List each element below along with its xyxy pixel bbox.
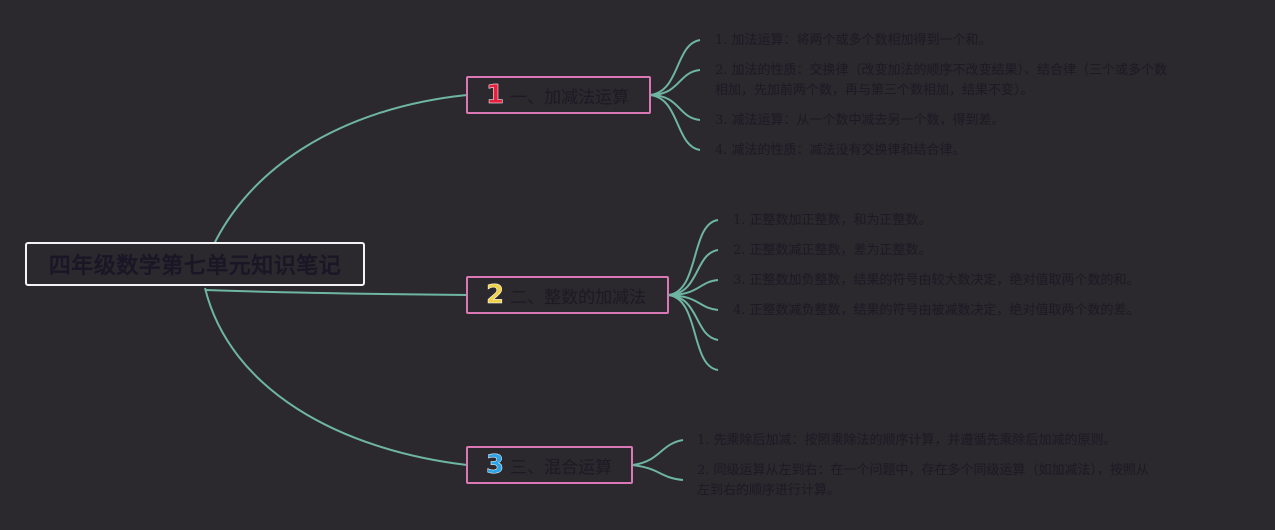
connector-b1-leaf-2 <box>649 69 701 96</box>
branch-label: 一、加减法运算 <box>510 87 630 108</box>
connector-b1-leaf-4 <box>649 94 701 151</box>
connector-root-branch-3 <box>204 287 468 466</box>
leaf-text: 1. 先乘除后加减：按照乘除法的顺序计算，并遵循先乘除后加减的原则。 <box>697 433 1117 448</box>
branch-node-2[interactable]: 2 二、整数的加减法 <box>466 276 669 314</box>
branch-number-badge: 1 <box>486 80 505 110</box>
connector-root-branch-1 <box>204 94 468 266</box>
connector-b2-leaf-2 <box>667 249 719 296</box>
leaf-text: 相加，先加前两个数，再与第三个数相加，结果不变）。 <box>715 83 1034 98</box>
leaf-text: 1. 正整数加正整数，和为正整数。 <box>733 213 932 228</box>
root-node[interactable]: 四年级数学第七单元知识笔记 <box>25 242 365 286</box>
leaf-text: 3. 减法运算：从一个数中减去另一个数，得到差。 <box>715 113 1005 128</box>
branch-number-badge: 2 <box>486 280 505 310</box>
leaf-text: 左到右的顺序进行计算。 <box>697 483 841 498</box>
branch-label: 二、整数的加减法 <box>510 287 647 308</box>
leaf-text: 1. 加法运算：将两个或多个数相加得到一个和。 <box>715 33 992 48</box>
connector-b2-leaf-6 <box>667 294 719 371</box>
leaf-text: 3. 正整数加负整数，结果的符号由较大数决定，绝对值取两个数的和。 <box>733 273 1140 288</box>
connector-b2-leaf-1 <box>667 219 719 296</box>
branch-number-badge: 3 <box>486 450 505 480</box>
leaf-text: 4. 减法的性质：减法没有交换律和结合律。 <box>715 143 966 158</box>
leaf-text: 2. 加法的性质：交换律（改变加法的顺序不改变结果）、结合律（三个或多个数 <box>715 63 1168 78</box>
leaf-text: 2. 同级运算从左到右：在一个问题中，存在多个同级运算（如加减法），按照从 <box>697 463 1150 478</box>
leaf-text: 2. 正整数减正整数，差为正整数。 <box>733 243 932 258</box>
root-title: 四年级数学第七单元知识笔记 <box>48 254 342 279</box>
connector-root-branch-2 <box>204 289 468 296</box>
branch-node-3[interactable]: 3 三、混合运算 <box>466 446 633 484</box>
connector-b3-leaf-1 <box>631 439 684 466</box>
branch-label: 三、混合运算 <box>510 457 613 478</box>
branch-node-1[interactable]: 1 一、加减法运算 <box>466 76 651 114</box>
connector-b1-leaf-3 <box>649 94 701 121</box>
connector-b2-leaf-5 <box>667 294 719 341</box>
leaf-text: 4. 正整数减负整数，结果的符号由被减数决定，绝对值取两个数的差。 <box>733 303 1140 318</box>
connector-b1-leaf-1 <box>649 39 701 96</box>
connector-b3-leaf-2 <box>631 464 684 481</box>
